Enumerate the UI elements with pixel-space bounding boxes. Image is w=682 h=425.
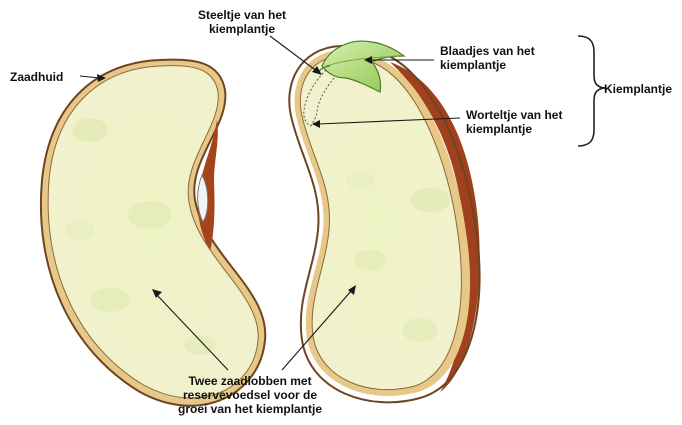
right-spot (354, 250, 386, 270)
label-embryo: Kiemplantje (604, 82, 672, 96)
left-spot (128, 201, 172, 229)
label-cotyledons: Twee zaadlobben met reservevoedsel voor … (178, 374, 322, 416)
stem-arrow (270, 36, 318, 72)
right-spot (402, 318, 438, 342)
left-spot (90, 288, 130, 312)
label-stem: Steeltje van het kiemplantje (198, 8, 286, 36)
left-spot (66, 220, 94, 240)
right-cotyledon (289, 46, 479, 403)
embryo-brace (578, 36, 606, 146)
seed-coat-arrow (80, 76, 100, 78)
left-cotyledon (41, 60, 265, 406)
label-root: Worteltje van het kiemplantje (466, 108, 562, 136)
right-spot (410, 188, 450, 212)
right-spot (346, 171, 374, 189)
label-leaves: Blaadjes van het kiemplantje (440, 44, 535, 72)
left-spot (72, 118, 108, 142)
label-seed-coat: Zaadhuid (10, 70, 63, 84)
